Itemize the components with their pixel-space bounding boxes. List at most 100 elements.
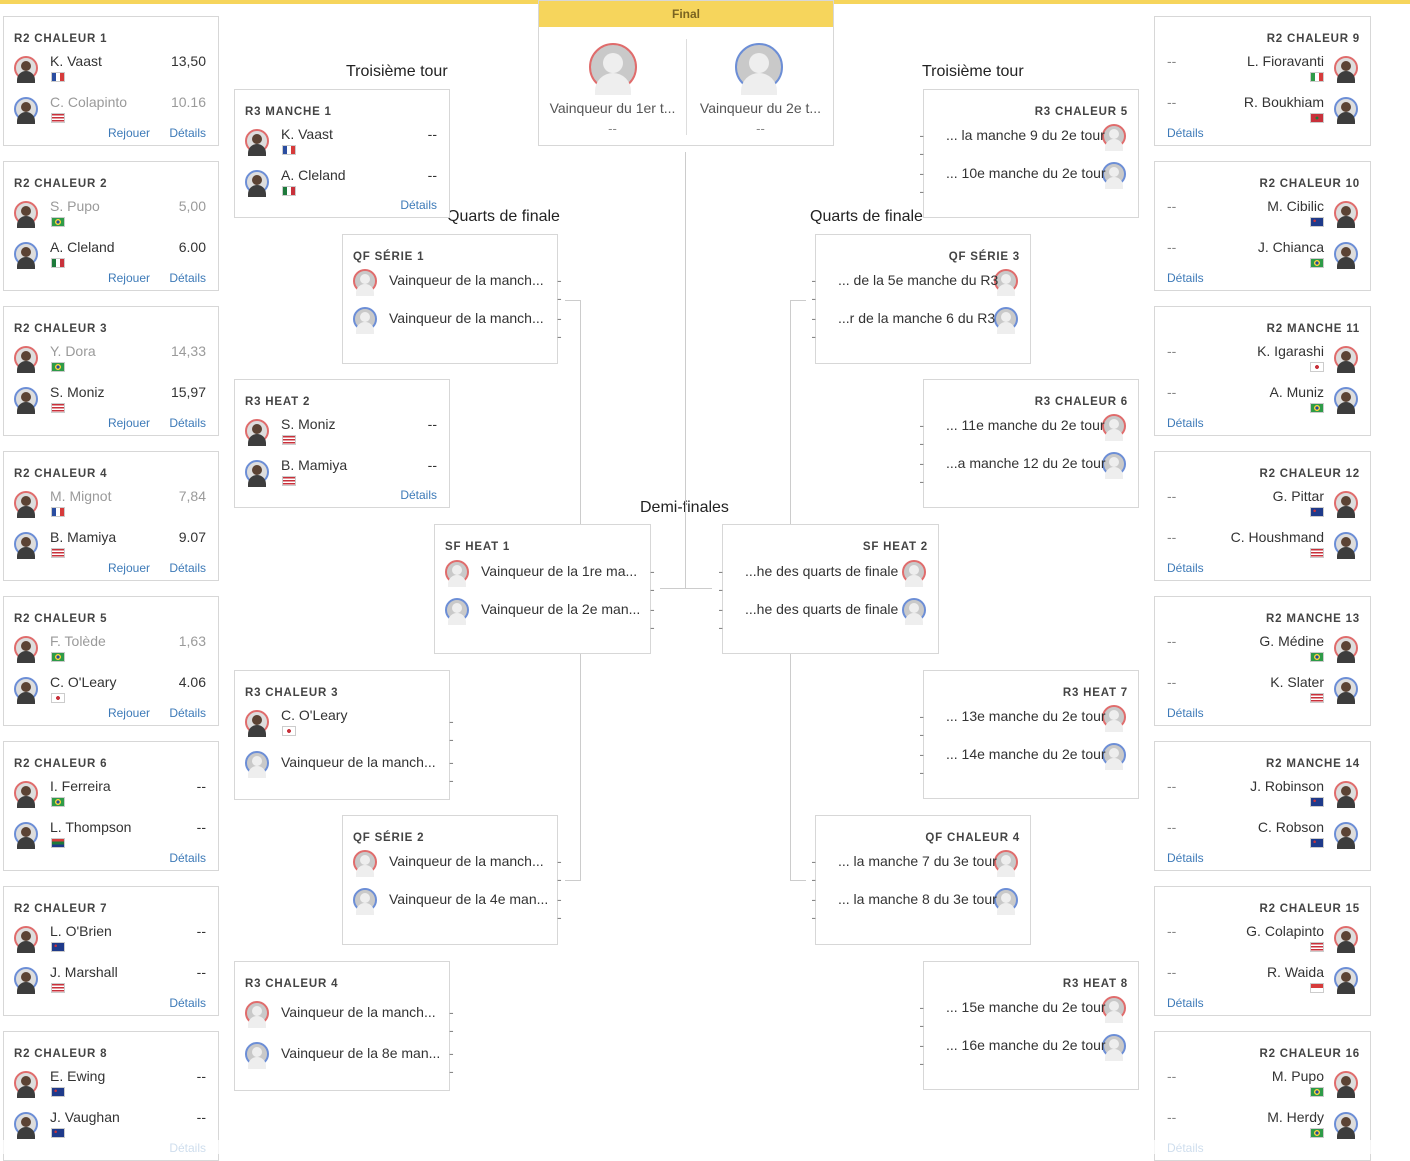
athlete-row[interactable]: C. Robson-- bbox=[1155, 818, 1370, 854]
details-link[interactable]: Détails bbox=[400, 198, 437, 212]
athlete-row[interactable]: A. Muniz-- bbox=[1155, 383, 1370, 419]
athlete-row[interactable]: A. Cleland-- bbox=[235, 166, 449, 202]
athlete-row[interactable]: J. Marshall-- bbox=[4, 963, 218, 999]
athlete-row[interactable]: ...he des quarts de finale-- bbox=[718, 556, 938, 597]
heat-card-r3-right[interactable]: R3 HEAT 8... 15e manche du 2e tour--... … bbox=[919, 961, 1139, 1090]
athlete-row[interactable]: M. Herdy-- bbox=[1155, 1108, 1370, 1144]
athlete-row[interactable]: ... 13e manche du 2e tour-- bbox=[919, 701, 1138, 742]
final-card[interactable]: Final Vainqueur du 1er t... -- Vainqueur… bbox=[538, 0, 834, 146]
athlete-row[interactable]: B. Mamiya-- bbox=[235, 456, 449, 492]
rejouer-link[interactable]: Rejouer bbox=[107, 271, 150, 285]
final-slot-2[interactable]: Vainqueur du 2e t... -- bbox=[687, 43, 834, 143]
rejouer-link[interactable]: Rejouer bbox=[107, 416, 150, 430]
details-link[interactable]: Détails bbox=[169, 996, 206, 1010]
athlete-row[interactable]: Vainqueur de la 2e man...-- bbox=[435, 594, 655, 635]
athlete-row[interactable]: R. Waida-- bbox=[1155, 963, 1370, 999]
athlete-row[interactable]: ... 11e manche du 2e tour-- bbox=[919, 410, 1138, 451]
athlete-row[interactable]: R. Boukhiam-- bbox=[1155, 93, 1370, 129]
details-link[interactable]: Détails bbox=[1167, 996, 1204, 1010]
athlete-row[interactable]: M. Cibilic-- bbox=[1155, 197, 1370, 233]
athlete-row[interactable]: C. Houshmand-- bbox=[1155, 528, 1370, 564]
heat-card-r2-left[interactable]: R2 CHALEUR 8E. Ewing--J. Vaughan--Détail… bbox=[3, 1031, 219, 1161]
athlete-row[interactable]: L. Thompson-- bbox=[4, 818, 218, 854]
athlete-row[interactable]: M. Pupo-- bbox=[1155, 1067, 1370, 1103]
rejouer-link[interactable]: Rejouer bbox=[107, 706, 150, 720]
athlete-row[interactable]: Vainqueur de la manch...-- bbox=[343, 265, 562, 306]
athlete-row[interactable]: Vainqueur de la 8e man...-- bbox=[235, 1038, 454, 1079]
details-link[interactable]: Détails bbox=[1167, 561, 1204, 575]
athlete-row[interactable]: Vainqueur de la manch...-- bbox=[343, 303, 562, 344]
qf-card-right[interactable]: QF CHALEUR 4... la manche 7 du 3e tour--… bbox=[811, 815, 1031, 945]
athlete-row[interactable]: ... la manche 7 du 3e tour-- bbox=[811, 846, 1030, 887]
athlete-row[interactable]: G. Colapinto-- bbox=[1155, 922, 1370, 958]
athlete-row[interactable]: J. Vaughan-- bbox=[4, 1108, 218, 1144]
details-link[interactable]: Détails bbox=[1167, 706, 1204, 720]
athlete-row[interactable]: J. Robinson-- bbox=[1155, 777, 1370, 813]
details-link[interactable]: Détails bbox=[1167, 126, 1204, 140]
details-link[interactable]: Détails bbox=[400, 488, 437, 502]
athlete-row[interactable]: C. O'Leary-- bbox=[235, 706, 454, 747]
athlete-row[interactable]: L. Fioravanti-- bbox=[1155, 52, 1370, 88]
rejouer-link[interactable]: Rejouer bbox=[107, 126, 150, 140]
athlete-row[interactable]: K. Vaast-- bbox=[235, 125, 449, 161]
athlete-row[interactable]: K. Slater-- bbox=[1155, 673, 1370, 709]
heat-card-r2-right[interactable]: R2 CHALEUR 16M. Pupo--M. Herdy--Détails bbox=[1154, 1031, 1371, 1161]
details-link[interactable]: Détails bbox=[169, 561, 206, 575]
athlete-row[interactable]: Vainqueur de la manch...-- bbox=[343, 846, 562, 887]
details-link[interactable]: Détails bbox=[169, 416, 206, 430]
final-slot-1[interactable]: Vainqueur du 1er t... -- bbox=[539, 43, 686, 143]
athlete-row[interactable]: I. Ferreira-- bbox=[4, 777, 218, 813]
rejouer-link[interactable]: Rejouer bbox=[107, 561, 150, 575]
athlete-row[interactable]: L. O'Brien-- bbox=[4, 922, 218, 958]
athlete-row[interactable]: J. Chianca-- bbox=[1155, 238, 1370, 274]
athlete-row[interactable]: ... 16e manche du 2e tour-- bbox=[919, 1030, 1138, 1071]
details-link[interactable]: Détails bbox=[169, 706, 206, 720]
details-link[interactable]: Détails bbox=[1167, 851, 1204, 865]
athlete-row[interactable]: Vainqueur de la 1re ma...-- bbox=[435, 556, 655, 597]
details-link[interactable]: Détails bbox=[169, 271, 206, 285]
heat-card-r3-right[interactable]: R3 CHALEUR 6... 11e manche du 2e tour--.… bbox=[919, 379, 1139, 508]
athlete-row[interactable]: ... 15e manche du 2e tour-- bbox=[919, 992, 1138, 1033]
athlete-row[interactable]: Vainqueur de la manch...-- bbox=[235, 997, 454, 1038]
athlete-row[interactable]: ... la manche 8 du 3e tour-- bbox=[811, 884, 1030, 925]
athlete-row[interactable]: ... la manche 9 du 2e tour-- bbox=[919, 120, 1138, 161]
athlete-row[interactable]: ...r de la manche 6 du R3-- bbox=[811, 303, 1030, 344]
athlete-row[interactable]: ...he des quarts de finale-- bbox=[718, 594, 938, 635]
athlete-row[interactable]: G. Médine-- bbox=[1155, 632, 1370, 668]
details-link[interactable]: Détails bbox=[1167, 416, 1204, 430]
heat-card-r3-right[interactable]: R3 CHALEUR 5... la manche 9 du 2e tour--… bbox=[919, 89, 1139, 218]
athlete-row[interactable]: ... de la 5e manche du R3-- bbox=[811, 265, 1030, 306]
qf-card-right[interactable]: QF SÉRIE 3... de la 5e manche du R3--...… bbox=[811, 234, 1031, 364]
details-link[interactable]: Détails bbox=[169, 851, 206, 865]
